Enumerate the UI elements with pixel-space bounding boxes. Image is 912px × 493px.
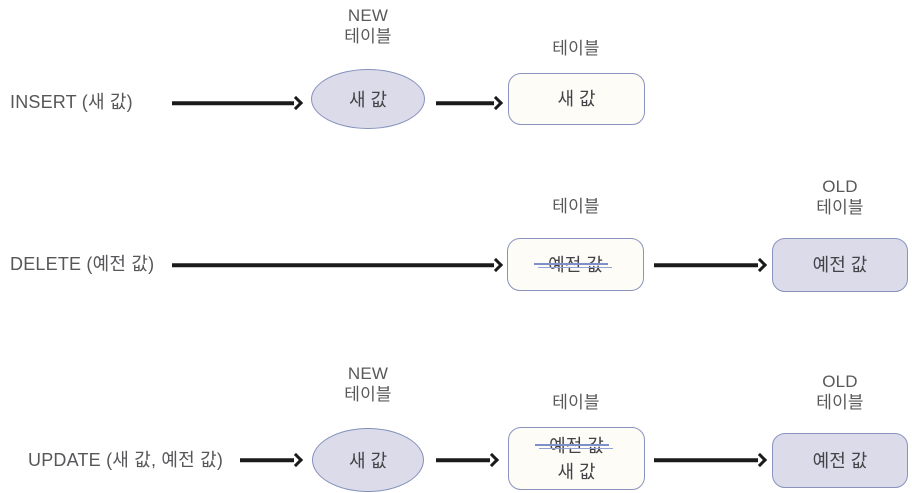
arrow-shaft xyxy=(240,458,294,462)
table-label-delete: 테이블 xyxy=(552,197,600,216)
update-new-table-value: 새 값 xyxy=(348,451,388,471)
update-table-deleted-value: 예전 값 xyxy=(535,433,613,459)
new-table-label-update: NEW 테이블 xyxy=(344,364,392,404)
old-table-label-delete: OLD 테이블 xyxy=(816,177,864,217)
update-new-table-ellipse: 새 값 xyxy=(312,428,424,492)
update-old-table-box: 예전 값 xyxy=(772,433,908,488)
arrow-shaft xyxy=(654,458,758,462)
insert-operation-label: INSERT (새 값) xyxy=(10,92,133,112)
arrow-shaft xyxy=(172,101,294,105)
update-table-box: 예전 값 새 값 xyxy=(508,427,645,490)
insert-new-table-ellipse: 새 값 xyxy=(311,69,425,129)
delete-old-table-box: 예전 값 xyxy=(772,238,908,292)
arrow-shaft xyxy=(436,101,494,105)
arrow-head xyxy=(288,95,304,111)
insert-table-box: 새 값 xyxy=(508,73,645,125)
delete-table-box: 예전 값 xyxy=(507,238,644,291)
arrow-shaft xyxy=(436,458,490,462)
arrow-shaft xyxy=(172,263,494,267)
table-label-update: 테이블 xyxy=(552,393,600,412)
arrow-right-icon xyxy=(436,450,500,470)
arrow-shaft xyxy=(654,263,758,267)
insert-new-table-value: 새 값 xyxy=(348,90,388,110)
arrow-head xyxy=(488,95,504,111)
delete-operation-label: DELETE (예전 값) xyxy=(10,254,155,274)
arrow-right-icon xyxy=(654,255,768,275)
update-operation-label: UPDATE (새 값, 예전 값) xyxy=(28,450,224,470)
arrow-right-icon xyxy=(240,450,304,470)
table-label-insert: 테이블 xyxy=(552,39,600,58)
update-table-new-value: 새 값 xyxy=(557,461,596,482)
insert-table-value: 새 값 xyxy=(557,89,596,109)
arrow-right-icon xyxy=(172,255,504,275)
arrow-head xyxy=(484,452,500,468)
arrow-right-icon xyxy=(172,93,304,113)
arrow-head xyxy=(288,452,304,468)
arrow-head xyxy=(752,257,768,273)
old-table-label-update: OLD 테이블 xyxy=(816,372,864,412)
delete-table-deleted-value: 예전 값 xyxy=(534,252,612,278)
arrow-head xyxy=(488,257,504,273)
arrow-right-icon xyxy=(436,93,504,113)
new-table-label-insert: NEW 테이블 xyxy=(344,6,392,46)
arrow-head xyxy=(752,452,768,468)
delete-old-table-value: 예전 값 xyxy=(812,255,868,275)
arrow-right-icon xyxy=(654,450,768,470)
update-old-table-value: 예전 값 xyxy=(812,450,868,471)
